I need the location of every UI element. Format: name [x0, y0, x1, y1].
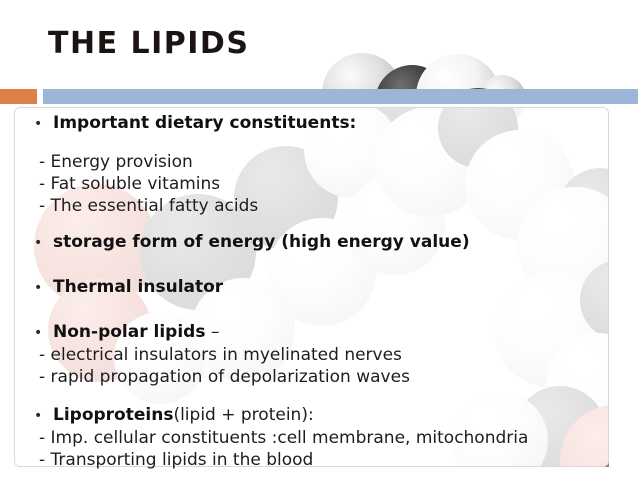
sub-item: - electrical insulators in myelinated ne… — [39, 345, 402, 365]
bullet-item: •Lipoproteins(lipid + protein): — [34, 405, 314, 425]
slide-title: THE LIPIDS — [48, 26, 250, 61]
bullet-dot-icon: • — [34, 408, 43, 424]
bullet-dot-icon: • — [34, 325, 43, 341]
accent-bar-orange — [0, 89, 37, 104]
sub-item: - Energy provision — [39, 152, 193, 172]
bullet-dot-icon: • — [34, 280, 43, 296]
content-panel: •Important dietary constituents: - Energ… — [14, 107, 609, 470]
sub-item: - rapid propagation of depolarization wa… — [39, 367, 410, 387]
sub-item: - The essential fatty acids — [39, 196, 259, 216]
sub-item: - Imp. cellular constituents :cell membr… — [39, 428, 529, 448]
bullet-item: •storage form of energy (high energy val… — [34, 232, 470, 252]
sub-item: - Transporting lipids in the blood — [39, 450, 314, 470]
bullet-item: •Non-polar lipids – — [34, 322, 220, 342]
accent-bar-blue — [43, 89, 638, 104]
bullet-item: •Thermal insulator — [34, 277, 224, 297]
bullet-dot-icon: • — [34, 116, 43, 132]
bullet-item: •Important dietary constituents: — [34, 113, 357, 133]
bar-gap — [0, 104, 638, 108]
bullet-dot-icon: • — [34, 235, 43, 251]
sub-item: - Fat soluble vitamins — [39, 174, 221, 194]
